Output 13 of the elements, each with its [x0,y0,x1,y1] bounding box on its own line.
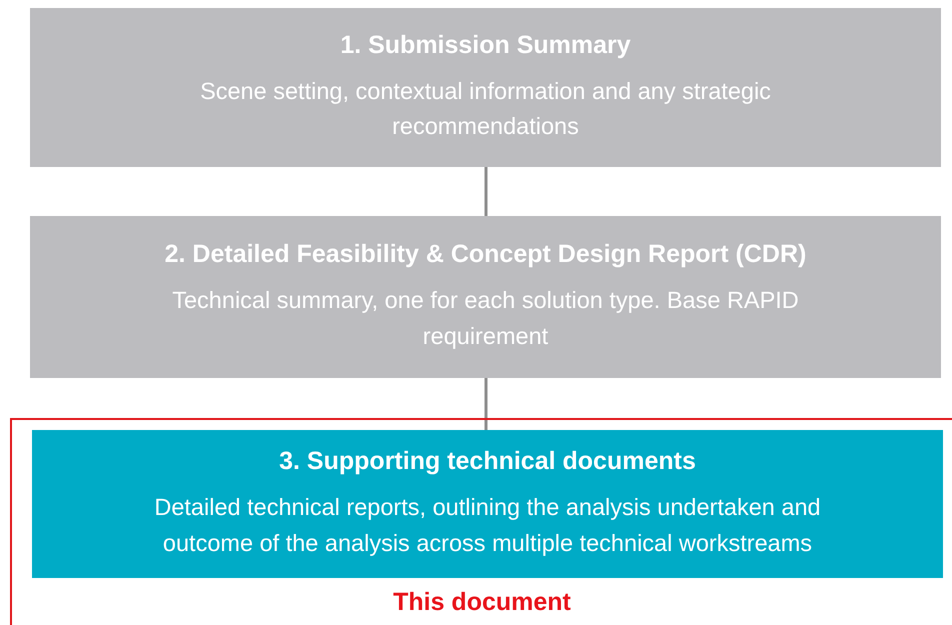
connector-line [484,378,488,430]
highlight-frame [10,418,952,625]
process-box [30,216,941,378]
frame-label: This document [393,588,571,617]
box-heading: 3. Supporting technical documents [279,447,696,476]
connector-line [484,167,488,216]
box-description: Technical summary, one for each solution type. Base RAPID requirement [171,286,800,351]
process-box [30,8,941,167]
box-heading: 2. Detailed Feasibility & Concept Design Report (CDR) [164,240,806,270]
process-box [32,430,943,578]
box-description: Detailed technical reports, outlining the analysis undertaken and outcome of the analysis across multiple technical workstreams [153,493,822,558]
box-heading: 1. Submission Summary [340,30,631,60]
box-description: Scene setting, contextual information and any strategic recommendations [199,76,772,141]
